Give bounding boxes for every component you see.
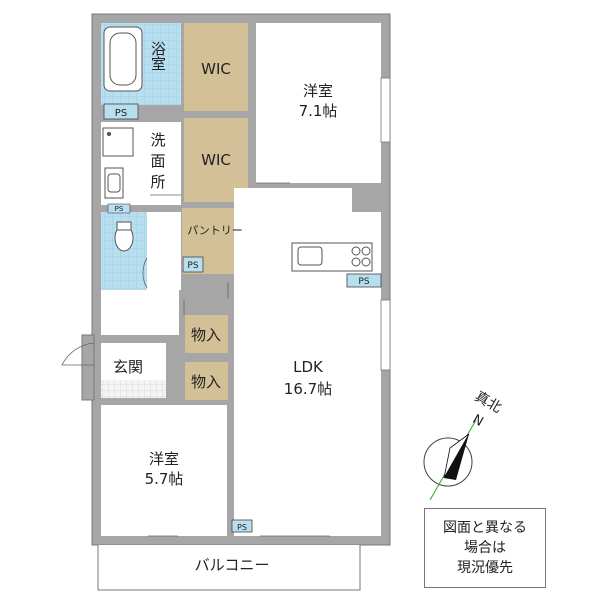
disclaimer-box: 図面と異なる 場合は 現況優先 — [424, 508, 546, 588]
storage-bottom-floor — [185, 362, 228, 400]
bath-label: 浴室 — [149, 41, 167, 71]
sink-counter — [102, 127, 134, 157]
ps-bottom-label: PS — [237, 523, 247, 532]
storage-top-floor — [185, 315, 228, 353]
ldk-name: LDK — [293, 358, 324, 376]
disclaimer-line-1: 図面と異なる — [443, 520, 527, 536]
storage-top-label: 物入 — [191, 326, 221, 344]
disclaimer-line-2: 場合は — [464, 540, 506, 556]
ps-bath-label: PS — [115, 108, 127, 119]
compass: 真北 N — [423, 389, 504, 501]
room-labels: 浴室 WIC WIC 洋室 7.1帖 洗 面 所 パントリー 物入 物入 玄関 … — [113, 41, 337, 574]
entrance-tile — [101, 380, 166, 398]
ldk-size: 16.7帖 — [284, 380, 332, 398]
closet-floor — [352, 188, 381, 212]
hall-floor — [147, 212, 181, 290]
ps-pantry-label: PS — [187, 261, 198, 271]
ps-toilet-label: PS — [115, 205, 124, 213]
pantry-label: パントリー — [187, 224, 243, 237]
western-top-name: 洋室 — [303, 82, 333, 100]
western-bottom-size: 5.7帖 — [145, 470, 184, 488]
washroom-char-1: 洗 — [150, 131, 165, 149]
entrance-label: 玄関 — [113, 358, 143, 376]
western-bottom-name: 洋室 — [149, 450, 179, 468]
wic-top-floor — [184, 23, 248, 111]
western-top-size: 7.1帖 — [299, 102, 338, 120]
doors — [61, 182, 330, 537]
western-top-floor — [256, 23, 381, 183]
western-bottom-floor — [101, 405, 227, 536]
wic-bottom-label: WIC — [201, 151, 231, 169]
ps-boxes — [103, 103, 382, 533]
disclaimer-line-3: 現況優先 — [457, 560, 513, 576]
room-floors — [101, 23, 381, 536]
storage-bottom-label: 物入 — [191, 373, 221, 391]
windows — [380, 77, 391, 371]
ps-labels: PS PS PS PS PS — [115, 108, 370, 532]
ps-kitchen-label: PS — [358, 277, 369, 287]
bathtub — [103, 26, 143, 92]
fixtures — [102, 26, 373, 272]
corridor-floor — [101, 290, 179, 335]
washroom-char-2: 面 — [150, 152, 165, 170]
balcony-label: バルコニー — [195, 556, 270, 574]
balcony — [97, 545, 361, 591]
washroom-char-3: 所 — [150, 173, 165, 191]
washer — [104, 167, 124, 199]
wic-top-label: WIC — [201, 60, 231, 78]
